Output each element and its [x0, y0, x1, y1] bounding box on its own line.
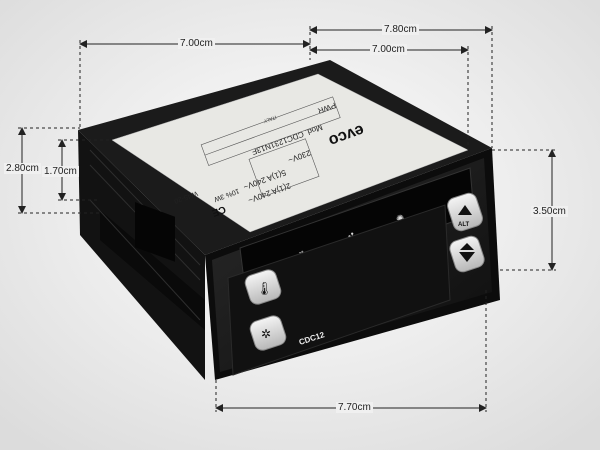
chevron-up-icon [458, 205, 472, 215]
dim-right-height: 3.50cm [531, 206, 568, 217]
defrost-button[interactable]: ✲ [248, 314, 288, 352]
chevron-up-small-icon [460, 243, 474, 250]
dim-top-width-outer: 7.80cm [382, 24, 419, 35]
dim-left-height-inner: 1.70cm [42, 166, 79, 177]
ce-mark: CE [210, 203, 227, 218]
dim-left-height-outer: 2.80cm [4, 163, 41, 174]
dim-bottom-width: 7.70cm [336, 402, 373, 413]
led-defrost-icon: ✺ [396, 214, 404, 225]
alt-up-button[interactable]: ALT [445, 191, 484, 233]
chevron-down-icon [459, 252, 475, 262]
alt-button-label: ALT [458, 222, 470, 228]
thermometer-icon: 🌡 [256, 281, 273, 296]
dim-top-width-inner: 7.00cm [370, 44, 407, 55]
thermo-up-button[interactable]: 🌡 [243, 268, 283, 306]
dim-top-depth: 7.00cm [178, 38, 215, 49]
device-label: evco Mod. CDC1231N13F ITALY 230V~ 5(1)A … [111, 73, 469, 233]
down-button[interactable] [448, 234, 486, 274]
label-country: ITALY [262, 114, 277, 124]
defrost-icon: ✲ [261, 327, 271, 341]
